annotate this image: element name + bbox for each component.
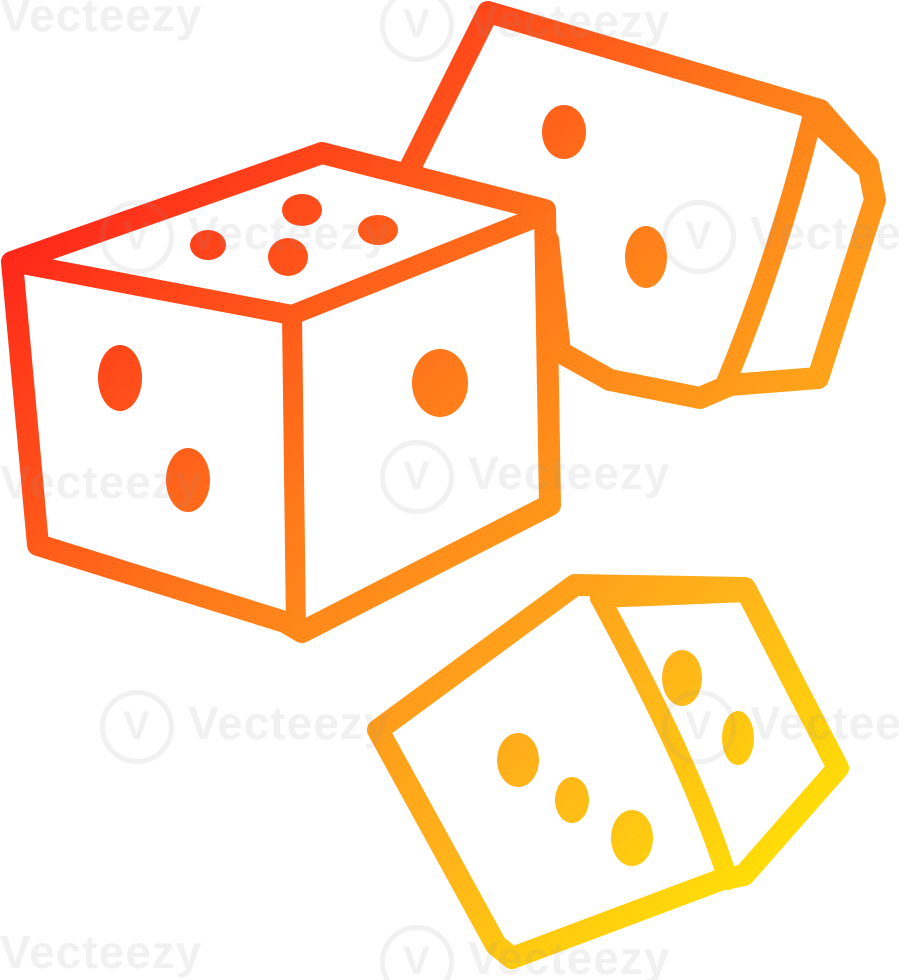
large-die-left-pip — [98, 345, 142, 411]
large-die-top-pip — [268, 238, 308, 276]
large-die-body — [1, 142, 561, 643]
large-die-top-pip — [282, 194, 322, 226]
lower-die-inner-edge — [590, 582, 758, 608]
lower-die-body — [367, 574, 849, 969]
lower-die-side-pip — [662, 650, 702, 706]
lower-die-pip — [611, 810, 653, 866]
lower-die-front-edge — [590, 588, 738, 890]
large-die-center-edge — [282, 305, 306, 638]
lower-die-pip — [497, 733, 539, 787]
large-die-right-pip — [412, 349, 468, 417]
large-die — [1, 142, 561, 643]
back-die-pip — [625, 226, 667, 288]
large-die-left-pip — [166, 448, 210, 512]
lower-die-side-pip — [722, 711, 754, 765]
back-die-pip — [542, 105, 586, 159]
large-die-top-pip — [358, 215, 398, 245]
lower-die — [367, 574, 849, 969]
back-die-edge — [715, 108, 822, 395]
back-die-edge-inner — [802, 108, 878, 180]
lower-die-pip — [555, 777, 589, 823]
large-die-top-pip — [190, 230, 226, 260]
